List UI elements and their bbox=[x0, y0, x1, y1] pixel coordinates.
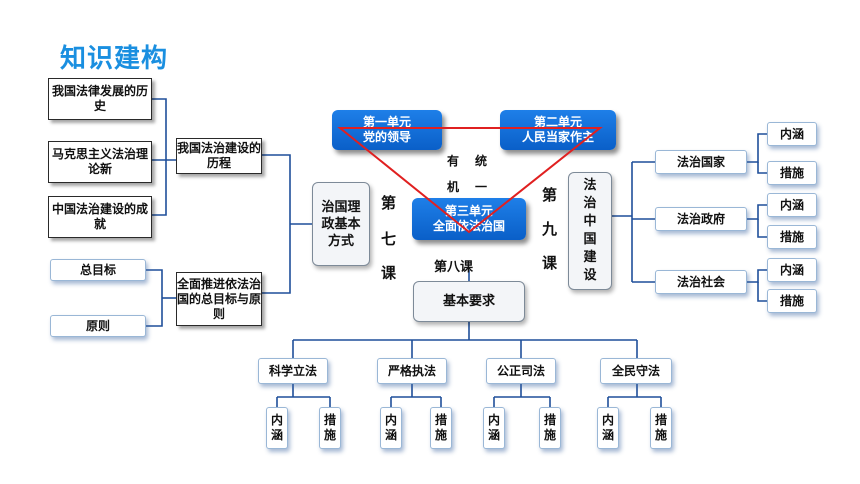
history-item-1: 我国法律发展的历史 bbox=[48, 78, 152, 120]
right-group-3-sub-1: 内涵 bbox=[767, 258, 817, 282]
history-item-2: 马克思主义法治理论新 bbox=[48, 141, 152, 183]
history-item-3: 中国法治建设的成就 bbox=[48, 196, 152, 238]
lesson9-char-2: 九 bbox=[542, 220, 558, 238]
unit1-box: 第一单元 党的领导 bbox=[332, 110, 442, 150]
right-group-2-sub-2: 措施 bbox=[767, 225, 817, 249]
right-group-3: 法治社会 bbox=[655, 270, 747, 294]
goals-hub: 全面推进依法治国的总目标与原则 bbox=[176, 272, 262, 326]
bottom-group-2-sub-1: 内涵 bbox=[380, 407, 402, 449]
goal-item-1: 总目标 bbox=[50, 259, 146, 281]
bottom-group-4-sub-2: 措施 bbox=[650, 407, 672, 449]
right-group-1-sub-1: 内涵 bbox=[767, 122, 817, 146]
bottom-group-1-sub-1: 内涵 bbox=[266, 407, 288, 449]
organic-char-2: 机 bbox=[447, 180, 460, 194]
page-title: 知识建构 bbox=[60, 44, 169, 74]
right-group-1-sub-2: 措施 bbox=[767, 161, 817, 185]
goal-item-2: 原则 bbox=[50, 315, 146, 337]
unit3-number: 第三单元 bbox=[444, 204, 493, 218]
unit2-box: 第二单元 人民当家作主 bbox=[500, 110, 616, 150]
unit2-number: 第二单元 bbox=[533, 115, 582, 129]
unit1-number: 第一单元 bbox=[362, 115, 411, 129]
unified-char-1: 统 bbox=[475, 154, 488, 168]
lesson7-char-3: 课 bbox=[381, 264, 397, 282]
bottom-group-3: 公正司法 bbox=[486, 358, 556, 384]
lesson9-box: 法治中国建设 bbox=[568, 172, 612, 290]
lesson8-label: 第八课 bbox=[434, 260, 474, 275]
lesson7-box: 治国理政基本方式 bbox=[312, 182, 370, 266]
right-group-2: 法治政府 bbox=[655, 207, 747, 231]
bottom-group-1-sub-2: 措施 bbox=[319, 407, 341, 449]
bottom-group-2-sub-2: 措施 bbox=[430, 407, 452, 449]
bottom-group-3-sub-1: 内涵 bbox=[483, 407, 505, 449]
bottom-group-4-sub-1: 内涵 bbox=[597, 407, 619, 449]
bottom-group-3-sub-2: 措施 bbox=[539, 407, 561, 449]
organic-char-1: 有 bbox=[447, 154, 460, 168]
bottom-group-1: 科学立法 bbox=[258, 358, 328, 384]
lesson7-char-2: 七 bbox=[381, 230, 397, 248]
bottom-group-2: 严格执法 bbox=[377, 358, 447, 384]
unit3-label: 全面依法治国 bbox=[432, 219, 505, 233]
unit3-box: 第三单元 全面依法治国 bbox=[412, 198, 526, 240]
lesson7-char-1: 第 bbox=[381, 194, 397, 212]
lesson9-char-1: 第 bbox=[542, 186, 558, 204]
unit1-label: 党的领导 bbox=[362, 130, 411, 144]
basic-requirements-hub: 基本要求 bbox=[413, 281, 525, 322]
unit2-label: 人民当家作主 bbox=[521, 130, 594, 144]
lesson9-char-3: 课 bbox=[542, 254, 558, 272]
right-group-1: 法治国家 bbox=[655, 150, 747, 174]
history-hub: 我国法治建设的历程 bbox=[176, 138, 262, 174]
unified-char-2: 一 bbox=[475, 180, 488, 194]
right-group-2-sub-1: 内涵 bbox=[767, 193, 817, 217]
bottom-group-4: 全民守法 bbox=[600, 358, 672, 384]
right-group-3-sub-2: 措施 bbox=[767, 289, 817, 313]
